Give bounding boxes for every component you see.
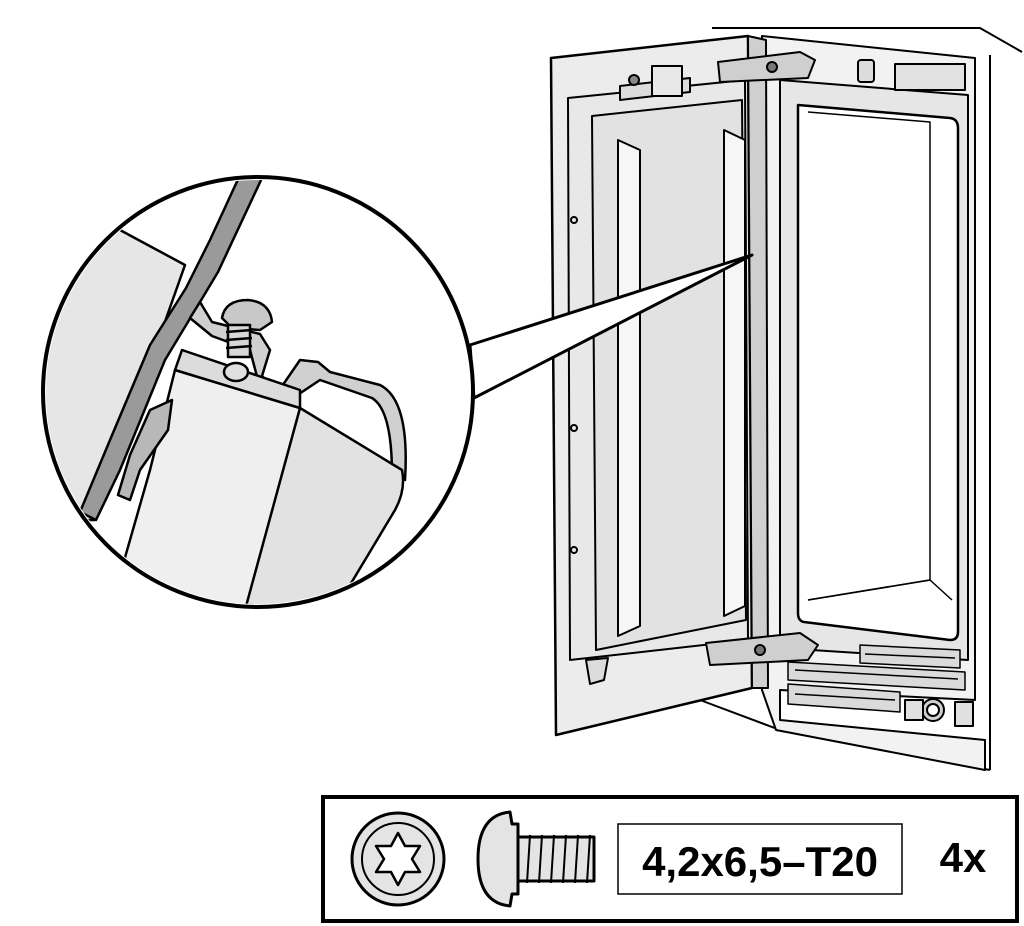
top-latch-screw: [628, 74, 640, 86]
door-foot: [585, 657, 609, 685]
appliance-drawing: [549, 27, 1023, 771]
control-button-1: [904, 699, 924, 721]
appliance-interior-cavity: [796, 103, 960, 642]
door-rail-right: [723, 129, 746, 617]
top-door-latch: [651, 65, 683, 97]
rivet-1: [570, 216, 578, 224]
torx-star-icon: [350, 811, 446, 907]
magnified-detail: [46, 180, 407, 604]
door-frame-edge: [747, 35, 769, 689]
rivet-3: [570, 546, 578, 554]
top-hinge-pin: [766, 61, 778, 73]
cabinet-top-edge: [712, 27, 1023, 53]
bottom-hinge-pin: [754, 644, 766, 656]
pan-head-screw-icon: [476, 810, 596, 908]
detail-washer: [222, 361, 250, 383]
control-button-2: [954, 701, 974, 727]
interior-floor: [807, 579, 953, 601]
detail-screw-head: [220, 298, 274, 332]
screw-spec-label: 4,2x6,5–T20: [642, 838, 878, 885]
control-knob-inner: [926, 703, 940, 717]
detail-block-right: [243, 406, 405, 604]
detail-callout: [41, 175, 754, 609]
quantity-label: 4x: [940, 834, 987, 881]
bottom-grille: [787, 644, 966, 713]
rivet-2: [570, 424, 578, 432]
screw-spec-box: [617, 823, 903, 895]
detail-screw-thread: [225, 323, 253, 359]
parts-box: 4,2x6,5–T20 4x: [321, 795, 1019, 923]
appliance-door-panel: [591, 99, 747, 651]
door-rail-left: [617, 139, 641, 637]
detail-clip: [116, 398, 174, 502]
detail-frame-strip: [78, 180, 264, 522]
top-vent-slot-2: [894, 63, 966, 91]
top-vent-slot: [857, 59, 875, 83]
